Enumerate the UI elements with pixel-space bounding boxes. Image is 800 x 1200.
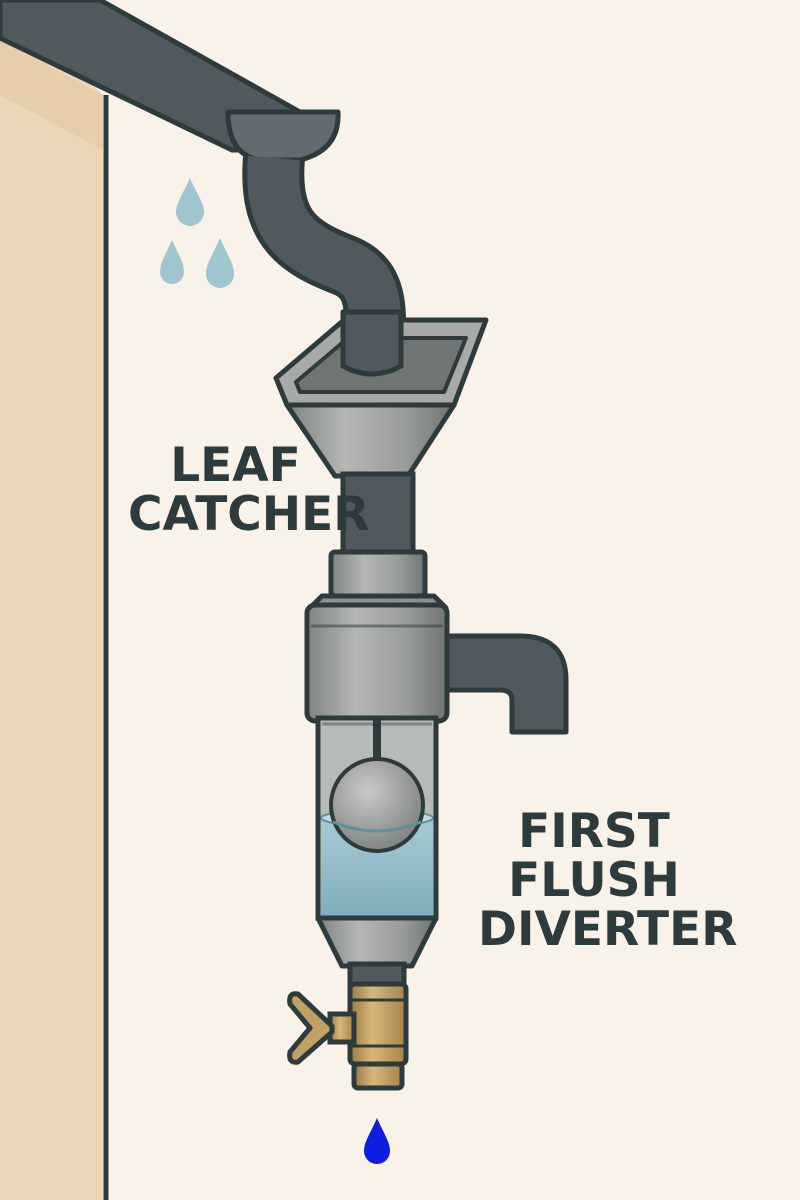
valve-icon [287, 981, 409, 1091]
house-wall [0, 0, 109, 1200]
downspout-outlet [340, 309, 404, 377]
raindrop-icon [160, 178, 234, 288]
float-ball [329, 757, 425, 853]
tank-outlet-elbow [437, 633, 569, 735]
leaf-catcher-label-line1: LEAF [170, 438, 301, 493]
leaf-catcher-label: LEAF CATCHER [128, 438, 370, 542]
diverter-tee-body [304, 602, 450, 724]
first-flush-diverter-label: FIRST FLUSH DIVERTER [478, 804, 738, 957]
drip-drop-icon [364, 1118, 390, 1164]
diverter-collar [307, 549, 449, 611]
diverter-bottom-cap [315, 915, 439, 989]
diverter-chamber [315, 715, 439, 921]
first-flush-diverter-label-line2: FLUSH [508, 852, 680, 908]
roof-gutter [0, 0, 341, 163]
first-flush-diverter-label-line1: FIRST [518, 804, 670, 859]
valve-handle[interactable] [287, 991, 335, 1065]
first-flush-diverter-label-line3: DIVERTER [478, 901, 738, 957]
leaf-catcher-label-line2: CATCHER [128, 486, 370, 542]
